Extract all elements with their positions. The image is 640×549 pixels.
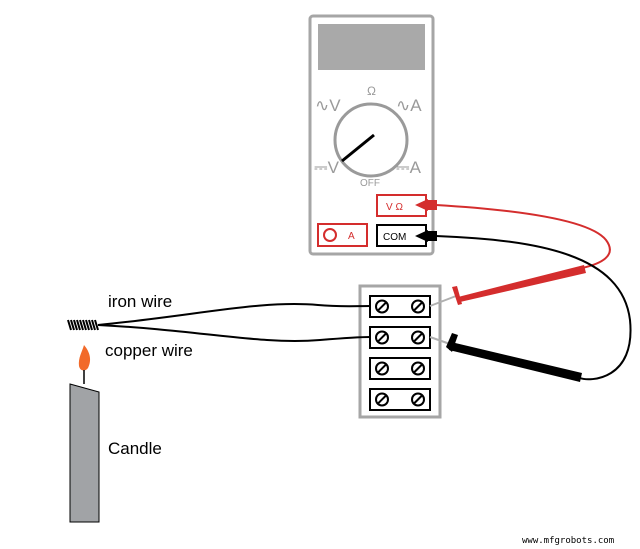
- amp-jack-box: [317, 223, 368, 247]
- twist-strand: [76, 319, 81, 331]
- off-label: OFF: [360, 178, 380, 189]
- ac-amps-symbol: ∿A: [396, 96, 422, 115]
- ac-volts-symbol: ∿V: [315, 96, 341, 115]
- candle: [69, 345, 100, 523]
- red-probe[interactable]: [452, 265, 586, 305]
- screw-slot: [413, 363, 423, 374]
- amp-jack[interactable]: [323, 228, 337, 242]
- screw-slot: [413, 394, 423, 405]
- twist-strand: [82, 319, 87, 331]
- candle-label: Candle: [108, 439, 162, 458]
- twist-strand: [91, 319, 96, 331]
- copper-wire: [97, 324, 371, 343]
- candle-body: [69, 383, 100, 523]
- screw-slot: [413, 301, 423, 312]
- iron-wire-label: iron wire: [108, 292, 172, 311]
- amp-jack-label: A: [348, 231, 355, 242]
- dc-volts-symbol: ⎓V: [314, 158, 340, 177]
- terminal-block: [358, 284, 442, 419]
- flame-icon: [78, 345, 91, 371]
- twist-strand: [67, 319, 72, 331]
- black-lead-wire: [435, 235, 632, 381]
- twist-strand: [94, 319, 99, 331]
- selector-pointer: [341, 133, 375, 163]
- black-plug: [415, 230, 437, 242]
- watermark: www.mfgrobots.com: [522, 536, 614, 546]
- screw-slot: [377, 363, 387, 374]
- red-plug: [415, 199, 437, 211]
- twist-strand: [88, 319, 93, 331]
- dc-amps-symbol: ⎓A: [396, 158, 422, 177]
- iron-wire: [97, 303, 371, 326]
- screw-slot: [413, 332, 423, 343]
- multimeter-display: [318, 24, 425, 70]
- twist-strand: [85, 319, 90, 331]
- twist-strand: [79, 319, 84, 331]
- screw-slot: [377, 394, 387, 405]
- screw-slot: [377, 301, 387, 312]
- multimeter: ∿V Ω ∿A ⎓V ⎓A OFF V Ω A COM: [308, 14, 435, 256]
- screw-slot: [377, 332, 387, 343]
- red-lead-wire: [435, 204, 611, 269]
- com-jack-label: COM: [383, 232, 406, 243]
- ohms-symbol: Ω: [367, 84, 376, 98]
- black-probe[interactable]: [446, 333, 582, 382]
- wire-junction: [67, 319, 99, 331]
- twist-strand: [70, 319, 75, 331]
- black-probe-tip: [429, 336, 451, 345]
- copper-wire-label: copper wire: [105, 341, 193, 360]
- twist-strand: [73, 319, 78, 331]
- red-probe-tip: [429, 295, 457, 307]
- volt-ohm-jack-label: V Ω: [386, 202, 403, 213]
- selector-dial[interactable]: [333, 102, 409, 178]
